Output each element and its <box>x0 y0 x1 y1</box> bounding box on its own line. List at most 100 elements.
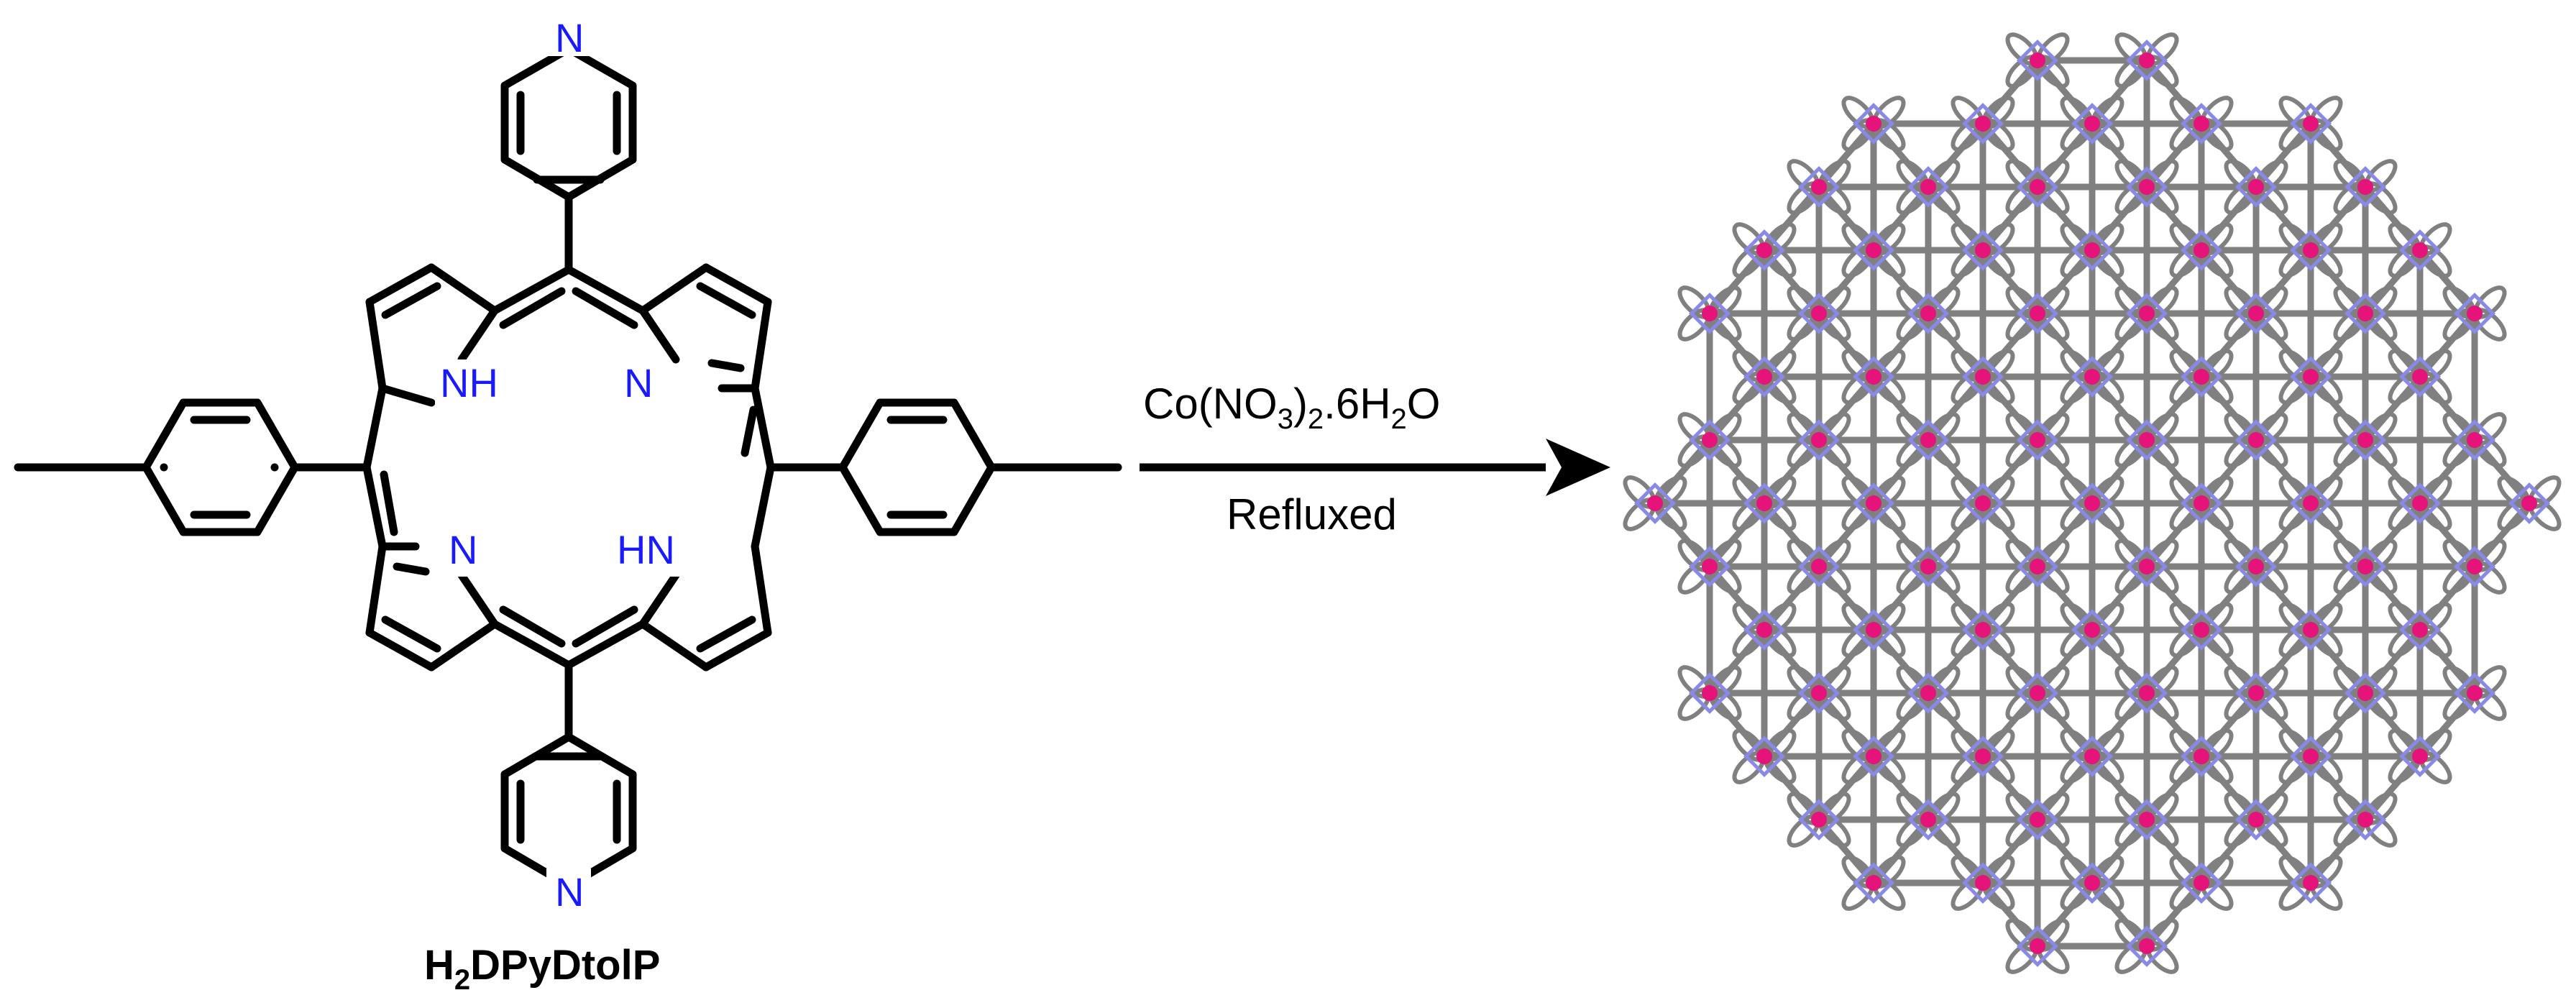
framework-node <box>1677 665 1742 721</box>
cobalt-atom <box>1866 622 1881 638</box>
cobalt-atom <box>1647 495 1663 511</box>
cobalt-atom <box>2303 116 2319 132</box>
cobalt-atom <box>2030 812 2045 828</box>
cobalt-atom <box>2030 306 2045 321</box>
cobalt-atom <box>2412 622 2428 638</box>
framework-node <box>1896 285 1961 342</box>
framework-crystal-structure <box>1623 32 2562 974</box>
framework-node <box>1732 602 1797 658</box>
cobalt-atom <box>2194 369 2209 385</box>
cobalt-atom <box>1975 242 1991 258</box>
framework-node <box>1951 96 2015 152</box>
atom-nh-upper-left: NH <box>440 360 498 406</box>
cobalt-atom <box>2412 242 2428 258</box>
cobalt-atom <box>2467 685 2483 701</box>
framework-node <box>2333 159 2398 215</box>
framework-node <box>2005 539 2070 595</box>
cobalt-atom <box>2412 369 2428 385</box>
framework-node <box>1732 349 1797 405</box>
framework-node <box>2005 918 2070 974</box>
cobalt-atom <box>2084 622 2100 638</box>
framework-node <box>2060 475 2124 531</box>
framework-node <box>2169 222 2234 278</box>
atom-n-bottom: N <box>555 869 584 915</box>
cobalt-atom <box>1756 495 1772 511</box>
framework-node <box>2114 412 2179 468</box>
framework-node <box>2224 412 2288 468</box>
framework-node <box>2442 285 2507 342</box>
cobalt-atom <box>2357 306 2373 321</box>
framework-node <box>2224 539 2288 595</box>
framework-node <box>2224 665 2288 721</box>
framework-node <box>1623 475 1687 531</box>
framework-node <box>2388 222 2452 278</box>
cobalt-atom <box>1920 685 1936 701</box>
framework-node <box>2114 285 2179 342</box>
framework-node <box>1841 855 1906 911</box>
label-masks <box>435 14 699 913</box>
framework-node <box>2497 475 2562 531</box>
cobalt-atom <box>1975 369 1991 385</box>
cobalt-atom <box>2030 432 2045 448</box>
cobalt-atom <box>2084 242 2100 258</box>
cobalt-atom <box>2303 495 2319 511</box>
cobalt-atom <box>2139 559 2155 574</box>
cobalt-atom <box>2412 495 2428 511</box>
cobalt-atom <box>2030 559 2045 574</box>
cobalt-atom <box>1975 495 1991 511</box>
framework-node <box>2278 349 2343 405</box>
cobalt-atom <box>2357 812 2373 828</box>
cobalt-atom <box>2084 875 2100 891</box>
cobalt-atom <box>1975 116 1991 132</box>
cobalt-atom <box>2248 179 2264 195</box>
framework-node <box>1841 349 1906 405</box>
framework-node <box>2114 539 2179 595</box>
cobalt-atom <box>1811 812 1827 828</box>
framework-node <box>1732 475 1797 531</box>
pyrrole-lower-right <box>638 542 772 672</box>
cobalt-atom <box>1811 179 1827 195</box>
cobalt-atom <box>1756 748 1772 764</box>
cobalt-atom <box>1702 685 1718 701</box>
framework-node <box>2224 159 2288 215</box>
framework-node <box>1896 159 1961 215</box>
cobalt-atom <box>2412 748 2428 764</box>
framework-node <box>1841 728 1906 784</box>
framework-node <box>2278 728 2343 784</box>
cobalt-atom <box>1756 622 1772 638</box>
cobalt-atom <box>1811 432 1827 448</box>
cobalt-atom <box>1811 559 1827 574</box>
cobalt-atom <box>2303 748 2319 764</box>
framework-node <box>2114 665 2179 721</box>
cobalt-atom <box>1866 116 1881 132</box>
framework-node <box>1787 285 1851 342</box>
framework-node <box>1787 159 1851 215</box>
atom-n-upper-right: N <box>624 360 653 406</box>
cobalt-atom <box>1702 559 1718 574</box>
pyrrole-upper-right <box>638 263 772 393</box>
framework-node <box>2114 918 2179 974</box>
framework-node <box>2005 32 2070 88</box>
cobalt-atom <box>2521 495 2537 511</box>
cobalt-atom <box>2357 685 2373 701</box>
framework-node <box>2442 412 2507 468</box>
framework-node <box>1951 855 2015 911</box>
cobalt-atom <box>2139 179 2155 195</box>
cobalt-atom <box>1920 179 1936 195</box>
atom-n-lower-left: N <box>449 527 477 572</box>
framework-node <box>2060 96 2124 152</box>
framework-node <box>1896 792 1961 848</box>
cobalt-atom <box>2303 875 2319 891</box>
cobalt-atom <box>1866 748 1881 764</box>
cobalt-atom <box>1975 875 1991 891</box>
tolyl-right <box>838 398 996 536</box>
framework-node <box>2278 855 2343 911</box>
framework-node <box>2169 855 2234 911</box>
pyridine-top <box>500 45 637 201</box>
framework-node <box>2388 475 2452 531</box>
cobalt-atom <box>2084 748 2100 764</box>
cobalt-atom <box>2139 938 2155 954</box>
framework-node <box>2169 96 2234 152</box>
framework-node <box>2060 222 2124 278</box>
framework-node <box>1951 728 2015 784</box>
